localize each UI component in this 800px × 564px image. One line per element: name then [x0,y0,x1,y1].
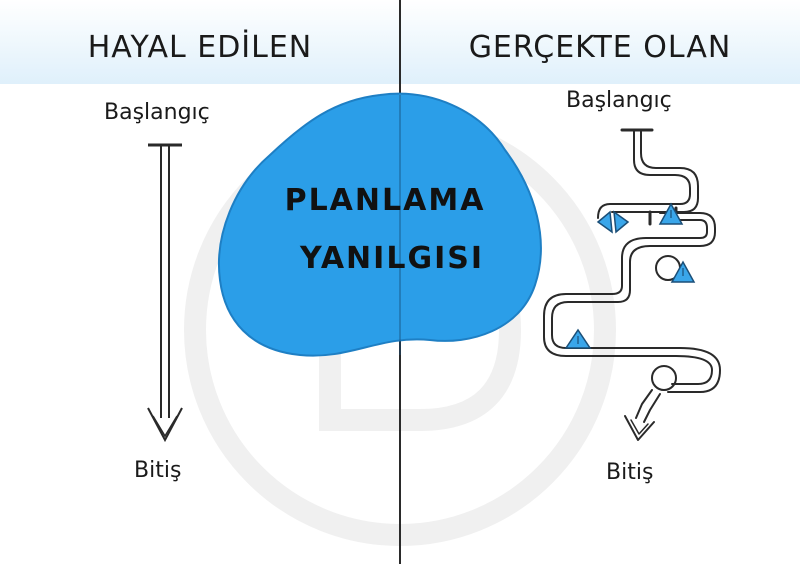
right-end-label: Bitiş [606,460,654,485]
blob-title-line1: PLANLAMA [285,183,486,218]
left-end-label: Bitiş [134,458,182,483]
planning-fallacy-blob [218,92,542,357]
right-column-heading: GERÇEKTE OLAN [468,30,732,65]
left-column-heading: HAYAL EDİLEN [87,30,313,65]
blob-title-line2: YANILGISI [299,241,484,276]
winding-path-arrow [543,128,721,441]
right-start-label: Başlangıç [566,88,672,113]
straight-arrow [147,143,183,443]
left-start-label: Başlangıç [104,100,210,125]
